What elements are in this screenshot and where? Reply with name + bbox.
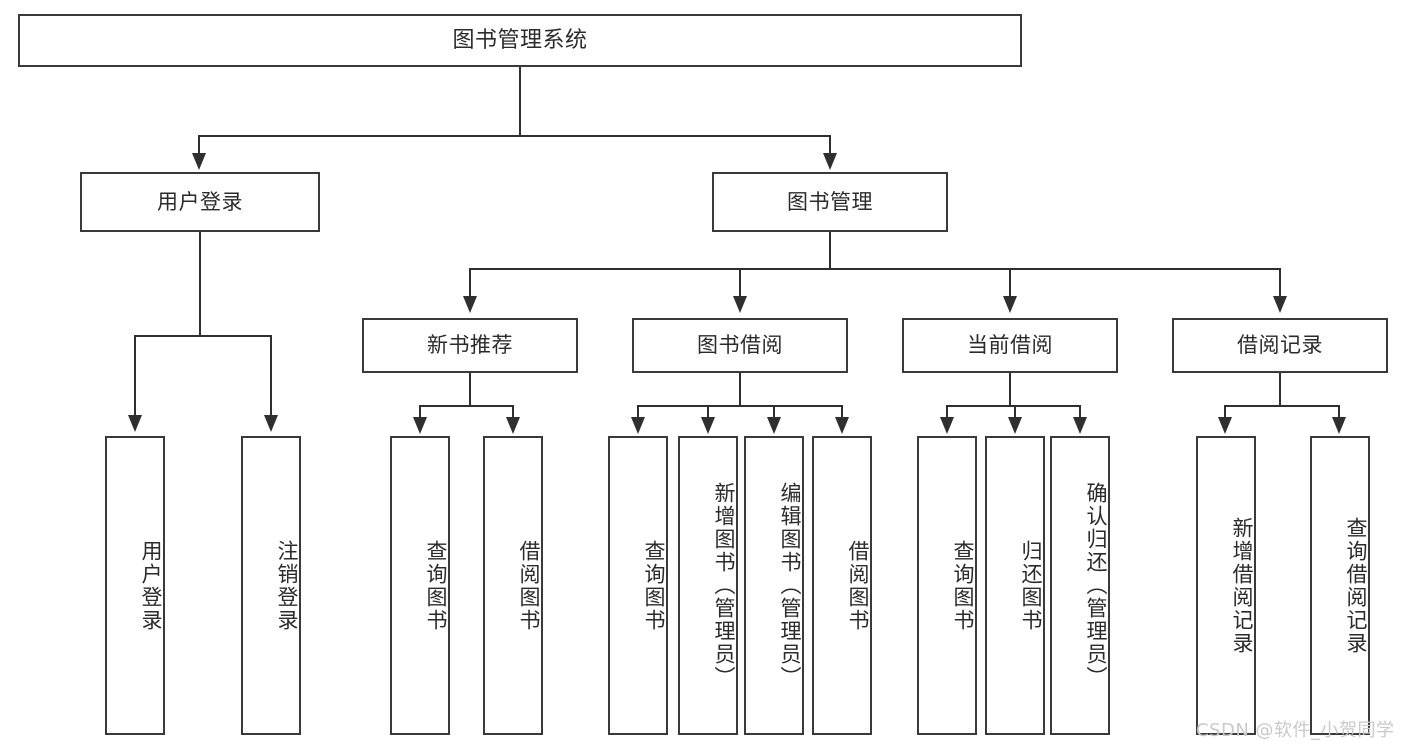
node-book-management[interactable]: 图书管理 bbox=[712, 172, 948, 232]
edge-cb-child-3 bbox=[1079, 405, 1081, 420]
arrow-leaf-query-book-1 bbox=[413, 417, 427, 434]
leaf-add-book[interactable]: 新增图书（管理员） bbox=[678, 436, 738, 735]
edge-current-borrow-stem bbox=[1009, 373, 1011, 407]
arrow-leaf-add-book bbox=[701, 417, 715, 434]
csdn-watermark: CSDN @软件_小贺同学 bbox=[1196, 720, 1395, 741]
leaf-borrow-book-2-label: 借阅图书 bbox=[846, 539, 870, 632]
node-root-system[interactable]: 图书管理系统 bbox=[18, 14, 1022, 67]
leaf-borrow-book-2[interactable]: 借阅图书 bbox=[812, 436, 872, 735]
leaf-user-login-label: 用户登录 bbox=[139, 539, 163, 632]
arrow-to-borrow-record bbox=[1273, 296, 1287, 313]
edge-user-login-child-2 bbox=[270, 335, 272, 419]
leaf-logout-login[interactable]: 注销登录 bbox=[241, 436, 301, 735]
node-root-label: 图书管理系统 bbox=[452, 27, 588, 53]
arrow-to-user-login bbox=[192, 153, 206, 170]
leaf-query-book-3[interactable]: 查询图书 bbox=[917, 436, 977, 735]
leaf-confirm-return[interactable]: 确认归还（管理员） bbox=[1050, 436, 1110, 735]
node-current-borrow[interactable]: 当前借阅 bbox=[902, 318, 1118, 373]
edge-to-current-borrow bbox=[1009, 268, 1011, 300]
leaf-return-book[interactable]: 归还图书 bbox=[985, 436, 1045, 735]
edge-user-login-bus bbox=[134, 335, 272, 337]
edge-borrow-record-bus bbox=[1224, 405, 1340, 407]
edge-user-login-stem bbox=[199, 232, 201, 336]
leaf-borrow-book-1-label: 借阅图书 bbox=[517, 539, 541, 632]
edge-book-borrow-bus bbox=[637, 405, 842, 407]
arrow-leaf-borrow-book-1 bbox=[506, 417, 520, 434]
arrow-leaf-borrow-book-2 bbox=[835, 417, 849, 434]
edge-cb-child-2 bbox=[1014, 405, 1016, 420]
edge-bb-child-4 bbox=[841, 405, 843, 420]
leaf-query-record-label: 查询借阅记录 bbox=[1344, 516, 1368, 655]
node-borrow-record-label: 借阅记录 bbox=[1237, 333, 1323, 358]
leaf-query-book-2-label: 查询图书 bbox=[642, 539, 666, 632]
node-book-borrow[interactable]: 图书借阅 bbox=[632, 318, 848, 373]
edge-to-borrow-record bbox=[1279, 268, 1281, 300]
edge-root-to-user-login bbox=[198, 135, 200, 157]
leaf-query-record[interactable]: 查询借阅记录 bbox=[1310, 436, 1370, 735]
arrow-leaf-edit-book bbox=[767, 417, 781, 434]
arrow-to-book-management bbox=[823, 153, 837, 170]
node-new-book-recommend-label: 新书推荐 bbox=[427, 333, 513, 358]
arrow-leaf-return-book bbox=[1008, 417, 1022, 434]
edge-nbr-child-1 bbox=[419, 405, 421, 420]
edge-bb-child-1 bbox=[637, 405, 639, 420]
arrow-leaf-logout-login bbox=[264, 415, 278, 432]
edge-user-login-child-1 bbox=[134, 335, 136, 419]
arrow-to-new-book-recommend bbox=[463, 296, 477, 313]
arrow-leaf-query-record bbox=[1332, 417, 1346, 434]
edge-borrow-record-stem bbox=[1279, 373, 1281, 407]
arrow-leaf-user-login bbox=[128, 415, 142, 432]
leaf-add-record-label: 新增借阅记录 bbox=[1230, 516, 1254, 655]
leaf-logout-login-label: 注销登录 bbox=[275, 539, 299, 632]
edge-new-book-recommend-stem bbox=[469, 373, 471, 407]
edge-cb-child-1 bbox=[946, 405, 948, 420]
edge-root-to-book-management bbox=[829, 135, 831, 157]
leaf-confirm-return-label: 确认归还（管理员） bbox=[1084, 482, 1108, 689]
leaf-query-book-1-label: 查询图书 bbox=[424, 539, 448, 632]
leaf-add-book-label: 新增图书（管理员） bbox=[712, 482, 736, 689]
node-user-login-label: 用户登录 bbox=[157, 189, 243, 214]
edge-to-book-borrow bbox=[739, 268, 741, 300]
edge-level2-bus bbox=[469, 268, 1281, 270]
arrow-to-current-borrow bbox=[1003, 296, 1017, 313]
node-book-borrow-label: 图书借阅 bbox=[697, 333, 783, 358]
edge-bb-child-3 bbox=[773, 405, 775, 420]
edge-new-book-recommend-bus bbox=[419, 405, 514, 407]
leaf-edit-book-label: 编辑图书（管理员） bbox=[778, 482, 802, 689]
leaf-edit-book[interactable]: 编辑图书（管理员） bbox=[744, 436, 804, 735]
node-current-borrow-label: 当前借阅 bbox=[967, 333, 1053, 358]
edge-book-management-stem bbox=[829, 232, 831, 270]
leaf-add-record[interactable]: 新增借阅记录 bbox=[1196, 436, 1256, 735]
leaf-query-book-1[interactable]: 查询图书 bbox=[390, 436, 450, 735]
leaf-user-login[interactable]: 用户登录 bbox=[105, 436, 165, 735]
edge-bb-child-2 bbox=[707, 405, 709, 420]
leaf-query-book-3-label: 查询图书 bbox=[951, 539, 975, 632]
arrow-to-book-borrow bbox=[733, 296, 747, 313]
arrow-leaf-query-book-2 bbox=[631, 417, 645, 434]
node-user-login[interactable]: 用户登录 bbox=[80, 172, 320, 232]
leaf-query-book-2[interactable]: 查询图书 bbox=[608, 436, 668, 735]
node-book-management-label: 图书管理 bbox=[787, 189, 873, 214]
node-new-book-recommend[interactable]: 新书推荐 bbox=[362, 318, 578, 373]
arrow-leaf-confirm-return bbox=[1073, 417, 1087, 434]
edge-br-child-2 bbox=[1338, 405, 1340, 420]
edge-nbr-child-2 bbox=[512, 405, 514, 420]
edge-root-bus bbox=[198, 135, 831, 137]
arrow-leaf-query-book-3 bbox=[940, 417, 954, 434]
edge-book-borrow-stem bbox=[739, 373, 741, 407]
leaf-return-book-label: 归还图书 bbox=[1019, 539, 1043, 632]
node-borrow-record[interactable]: 借阅记录 bbox=[1172, 318, 1388, 373]
edge-to-new-book-recommend bbox=[469, 268, 471, 300]
arrow-leaf-add-record bbox=[1218, 417, 1232, 434]
edge-current-borrow-bus bbox=[946, 405, 1080, 407]
edge-br-child-1 bbox=[1224, 405, 1226, 420]
edge-root-stem bbox=[519, 67, 521, 136]
leaf-borrow-book-1[interactable]: 借阅图书 bbox=[483, 436, 543, 735]
